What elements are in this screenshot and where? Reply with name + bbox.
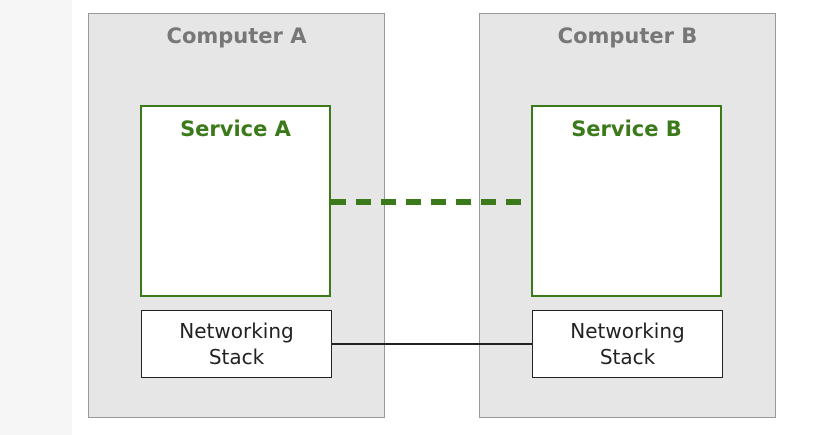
networking-stack-b: Networking Stack [532, 310, 723, 378]
computer-a-title: Computer A [166, 24, 307, 48]
service-b-title: Service B [571, 117, 682, 141]
service-b-box: Service B [531, 105, 722, 297]
computer-b-title: Computer B [557, 24, 698, 48]
service-a-title: Service A [180, 117, 291, 141]
networking-stack-a-label: Networking Stack [179, 319, 294, 369]
left-margin [0, 0, 72, 435]
service-a-box: Service A [140, 105, 331, 297]
networking-stack-a: Networking Stack [141, 310, 332, 378]
networking-stack-b-label: Networking Stack [570, 319, 685, 369]
